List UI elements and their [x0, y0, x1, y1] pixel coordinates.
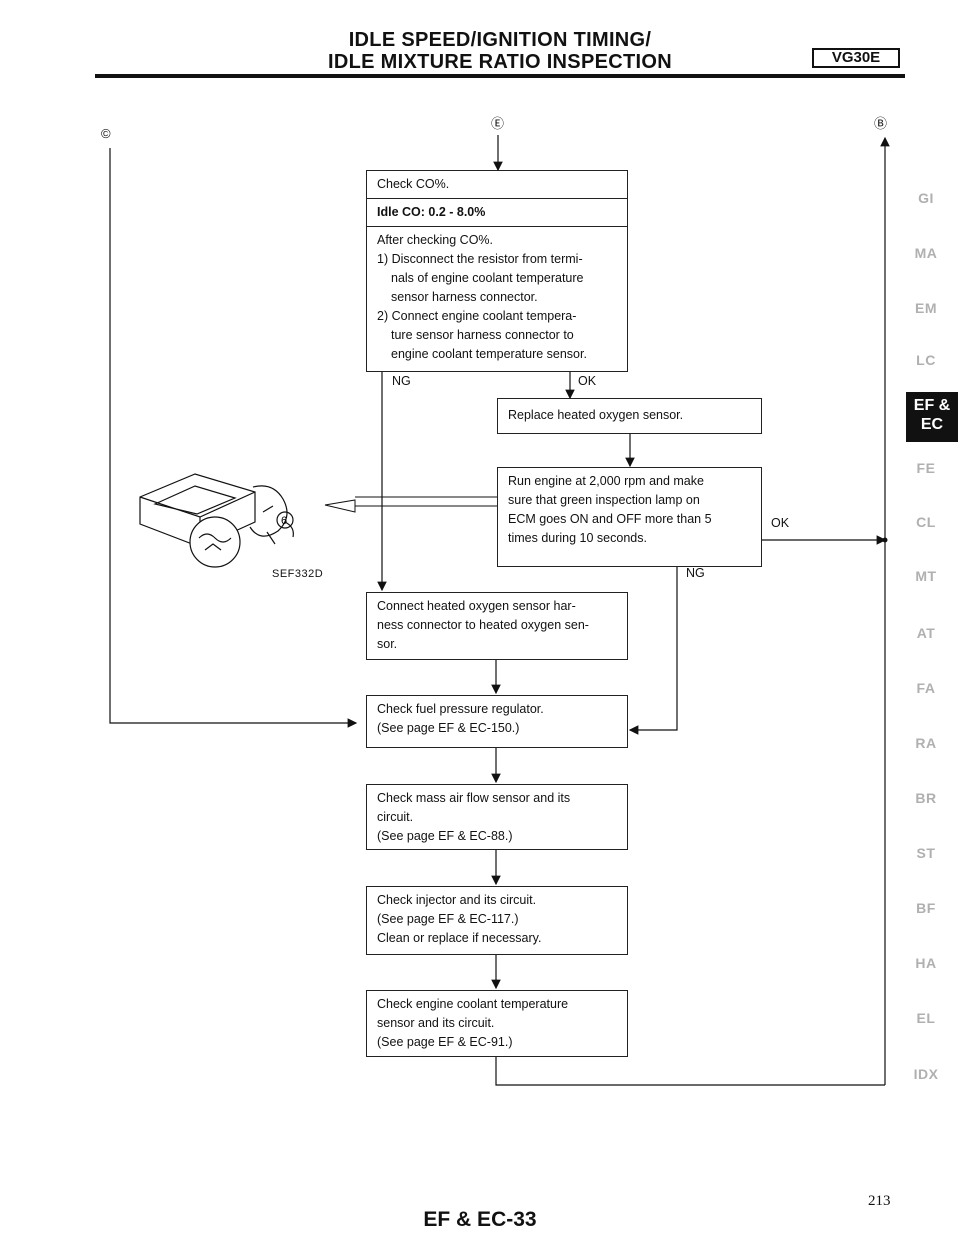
tab-fe[interactable]: FE [916, 460, 936, 476]
after-checking-text: After checking CO%. [377, 233, 494, 247]
tab-cl[interactable]: CL [916, 514, 936, 530]
run-engine-line-1: Run engine at 2,000 rpm and make [508, 474, 704, 488]
connector-e-mark: Ⓔ [491, 116, 505, 131]
tab-ra[interactable]: RA [915, 735, 937, 751]
tab-fa[interactable]: FA [916, 680, 936, 696]
connector-c-mark: © [101, 126, 111, 141]
check-co-box: Check CO%. Idle CO: 0.2 - 8.0% After che… [366, 170, 628, 372]
pin-number-label: 6 [281, 515, 287, 527]
illustration-caption: SEF332D [272, 568, 324, 580]
run-engine-line-4: times during 10 seconds. [508, 531, 647, 545]
maf-line-3: (See page EF & EC-88.) [377, 829, 513, 843]
check-co-title: Check CO%. [377, 177, 450, 191]
coolant-line-1: Check engine coolant temperature [377, 997, 569, 1011]
mass-air-flow-box: Check mass air flow sensor and its circu… [366, 784, 628, 850]
tab-at[interactable]: AT [916, 625, 936, 641]
tab-ef-ec-line-2: EC [920, 416, 944, 433]
run-engine-line-3: ECM goes ON and OFF more than 5 [508, 512, 712, 526]
section-page-footer: EF & EC-33 [423, 1208, 537, 1231]
maf-line-1: Check mass air flow sensor and its [377, 791, 571, 805]
ng-label-check-co: NG [392, 374, 411, 388]
connect-o2-sensor-box: Connect heated oxygen sensor har- ness c… [366, 592, 628, 660]
engine-model-badge: VG30E [812, 48, 900, 68]
tab-em[interactable]: EM [915, 300, 937, 316]
ecm-inspection-illustration: 6 [139, 473, 294, 568]
tab-lc[interactable]: LC [916, 352, 936, 368]
step-2-line-a: 2) Connect engine coolant tempera- [377, 309, 577, 323]
ok-label-check-co: OK [578, 374, 597, 388]
replace-o2-text: Replace heated oxygen sensor. [508, 408, 684, 422]
tab-ma[interactable]: MA [914, 245, 938, 261]
coolant-line-3: (See page EF & EC-91.) [377, 1035, 513, 1049]
tab-ef-ec-active[interactable]: EF & EC [906, 392, 958, 442]
tab-el[interactable]: EL [916, 1010, 936, 1026]
tab-br[interactable]: BR [915, 790, 937, 806]
fuel-pressure-regulator-box: Check fuel pressure regulator. (See page… [366, 695, 628, 748]
injector-box: Check injector and its circuit. (See pag… [366, 886, 628, 955]
replace-o2-sensor-box: Replace heated oxygen sensor. [497, 398, 762, 434]
tab-idx[interactable]: IDX [913, 1066, 939, 1082]
ok-label-run-engine: OK [771, 516, 790, 530]
injector-line-2: (See page EF & EC-117.) [377, 912, 519, 926]
fuel-reg-line-2: (See page EF & EC-150.) [377, 721, 520, 735]
connect-o2-line-3: sor. [377, 637, 398, 651]
run-engine-line-2: sure that green inspection lamp on [508, 493, 700, 507]
fuel-reg-line-1: Check fuel pressure regulator. [377, 702, 544, 716]
ng-label-run-engine: NG [686, 566, 705, 580]
tab-ha[interactable]: HA [915, 955, 937, 971]
tab-mt[interactable]: MT [915, 568, 937, 584]
page-title-line-2: IDLE MIXTURE RATIO INSPECTION [328, 51, 672, 73]
step-2-line-c: engine coolant temperature sensor. [391, 347, 587, 361]
connect-o2-line-1: Connect heated oxygen sensor har- [377, 599, 576, 613]
injector-line-3: Clean or replace if necessary. [377, 931, 542, 945]
page-title-line-1: IDLE SPEED/IGNITION TIMING/ [348, 29, 652, 51]
connect-o2-line-2: ness connector to heated oxygen sen- [377, 618, 589, 632]
maf-line-2: circuit. [377, 810, 414, 824]
run-engine-box: Run engine at 2,000 rpm and make sure th… [497, 467, 762, 567]
connector-b-mark: Ⓑ [874, 116, 888, 131]
page-number: 213 [868, 1193, 891, 1209]
idle-co-spec: Idle CO: 0.2 - 8.0% [377, 205, 486, 219]
step-2-line-b: ture sensor harness connector to [391, 328, 574, 342]
tab-gi[interactable]: GI [918, 190, 934, 206]
coolant-line-2: sensor and its circuit. [377, 1016, 495, 1030]
tab-st[interactable]: ST [916, 845, 936, 861]
tab-bf[interactable]: BF [916, 900, 936, 916]
step-1-line-a: 1) Disconnect the resistor from termi- [377, 252, 583, 266]
injector-line-1: Check injector and its circuit. [377, 893, 537, 907]
tab-ef-ec-line-1: EF & [913, 397, 951, 414]
header-rule [95, 74, 905, 78]
coolant-temp-sensor-box: Check engine coolant temperature sensor … [366, 990, 628, 1057]
step-1-line-c: sensor harness connector. [391, 290, 538, 304]
step-1-line-b: nals of engine coolant temperature [391, 271, 584, 285]
